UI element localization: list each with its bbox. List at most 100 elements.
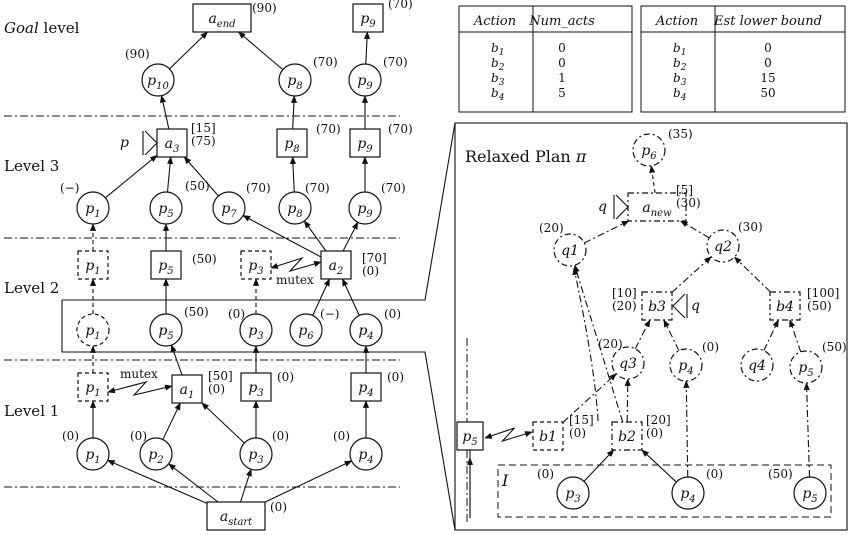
graph-edge-p3_l1-to-a1 bbox=[201, 402, 245, 444]
graph-edge-p4_l2-to-a2 bbox=[341, 278, 360, 316]
effect-label: q bbox=[691, 298, 700, 314]
graph-edge-p8_a3-to-p8_g bbox=[290, 95, 297, 130]
svg-text:aend: aend bbox=[208, 11, 235, 30]
node-p9-l3: p9(70) bbox=[348, 181, 406, 225]
cost-label: (0) bbox=[208, 382, 225, 396]
svg-text:a3: a3 bbox=[165, 136, 180, 155]
plan-edge-rp_b2-to-rp_q3 bbox=[624, 378, 631, 423]
svg-text:p8: p8 bbox=[284, 136, 299, 155]
graph-edge-a2-to-p8_l3 bbox=[303, 220, 327, 252]
goal-level-label: Goal level bbox=[4, 19, 80, 37]
graph-edge-p8_l3-to-p8_a3 bbox=[289, 156, 297, 193]
cost-label: (70) bbox=[388, 0, 413, 11]
cost-label: (−) bbox=[320, 307, 339, 321]
plan-edge-rp_q2-to-rp_anew bbox=[680, 220, 710, 239]
plan-edge-rp_p5m-to-rp_b4 bbox=[789, 319, 802, 353]
plan-edge-rp_p4m-to-rp_b3 bbox=[663, 319, 680, 351]
node-p5-a2: p5(50) bbox=[150, 250, 217, 280]
node-rp-b2: b2[20](0) bbox=[611, 413, 671, 451]
svg-text:p3: p3 bbox=[248, 258, 263, 277]
zoom-band-bottom bbox=[61, 300, 456, 531]
plan-edge-rp_p4-to-rp_b2 bbox=[641, 449, 677, 483]
svg-text:p4: p4 bbox=[358, 380, 373, 399]
graph-edge-p1_l3-to-a3 bbox=[105, 154, 158, 199]
node-rp-p6: p6(35) bbox=[632, 127, 693, 167]
cost-label: (0) bbox=[569, 426, 586, 440]
svg-text:p3: p3 bbox=[248, 323, 263, 342]
precondition-bracket-a3 bbox=[142, 130, 158, 156]
svg-text:p6: p6 bbox=[298, 323, 314, 342]
plan-edge-rp_b3-to-rp_q2 bbox=[671, 256, 712, 293]
svg-text:p3: p3 bbox=[565, 486, 580, 505]
svg-text:p5: p5 bbox=[158, 201, 173, 220]
plan-edge-rp_p3-to-rp_b2 bbox=[583, 449, 615, 482]
node-p9-a3: p9(70) bbox=[349, 122, 413, 158]
node-p9-g: p9(70) bbox=[348, 55, 408, 97]
svg-text:q3: q3 bbox=[619, 356, 637, 372]
level-1-label: Level 1 bbox=[4, 402, 59, 420]
cost-label: [50] bbox=[208, 369, 233, 383]
cost-label: (0) bbox=[62, 429, 79, 443]
cost-label: (50) bbox=[192, 252, 217, 266]
svg-text:p1: p1 bbox=[85, 201, 100, 220]
svg-text:q4: q4 bbox=[748, 358, 766, 374]
relaxed-plan-title: Relaxed Plan π bbox=[465, 147, 587, 166]
node-p1-a1: p1 bbox=[77, 372, 109, 402]
node-rp-p5box: p5 bbox=[456, 421, 484, 451]
svg-text:p4: p4 bbox=[680, 486, 695, 505]
svg-text:b1: b1 bbox=[491, 41, 504, 58]
cost-label: (90) bbox=[252, 1, 277, 15]
node-p9-top: p9 (70) bbox=[352, 0, 413, 33]
node-rp-q1: q1(20) bbox=[539, 221, 587, 267]
svg-text:Num_acts: Num_acts bbox=[528, 14, 595, 29]
initial-state-label: I bbox=[501, 471, 509, 490]
svg-text:b2: b2 bbox=[673, 56, 687, 73]
node-p7-l3: p7(70) bbox=[212, 181, 271, 225]
node-rp-anew: anew[5](30) bbox=[627, 183, 701, 222]
svg-text:Action: Action bbox=[473, 14, 516, 29]
svg-text:b3: b3 bbox=[491, 71, 505, 88]
cost-label: (50) bbox=[184, 305, 209, 319]
svg-text:p4: p4 bbox=[358, 323, 373, 342]
node-p2-l1: p2(0) bbox=[130, 429, 173, 471]
plan-edge-rp_b2-to-rp_q1 bbox=[573, 264, 624, 423]
svg-text:p6: p6 bbox=[641, 143, 657, 162]
svg-text:p9: p9 bbox=[360, 11, 376, 30]
svg-text:p8: p8 bbox=[287, 201, 302, 220]
cost-label: [20] bbox=[646, 413, 671, 427]
node-p3-l2: p3(0) bbox=[228, 307, 273, 347]
mutex-label: mutex bbox=[120, 367, 158, 381]
node-a3: a3[15](75) bbox=[156, 121, 216, 158]
precondition-label: q bbox=[598, 199, 607, 215]
svg-text:0: 0 bbox=[764, 56, 772, 70]
node-rp-p4: p4 (0) bbox=[671, 467, 723, 510]
mutex-link-p5-b1 bbox=[484, 427, 533, 443]
node-p6-l2: p6 (−) bbox=[289, 307, 339, 347]
cost-label: (0) bbox=[270, 500, 287, 514]
node-p8-a3: p8(70) bbox=[276, 122, 341, 158]
svg-text:Action: Action bbox=[655, 14, 698, 29]
svg-text:b1: b1 bbox=[673, 41, 686, 58]
svg-text:50: 50 bbox=[760, 86, 775, 100]
svg-text:0: 0 bbox=[764, 41, 772, 55]
cost-label: (70) bbox=[313, 55, 338, 69]
node-p3-a2: p3 bbox=[240, 250, 272, 280]
svg-text:b4: b4 bbox=[776, 299, 794, 315]
plan-edge-rp_b4-to-rp_q2 bbox=[733, 256, 771, 293]
cost-label: [100] bbox=[807, 286, 839, 300]
edges-layer bbox=[89, 31, 811, 518]
cost-label: (20) bbox=[612, 299, 637, 313]
cost-label: (50) bbox=[822, 340, 847, 354]
svg-text:b1: b1 bbox=[539, 429, 557, 445]
svg-text:1: 1 bbox=[558, 71, 566, 85]
graph-edge-a2-to-p7_l3 bbox=[242, 215, 322, 258]
plan-edge-rp_p5-to-rp_p5m bbox=[803, 382, 811, 478]
node-rp-b3: b3[10](20) bbox=[612, 286, 673, 321]
svg-text:5: 5 bbox=[558, 86, 566, 100]
node-p8-l3: p8(70) bbox=[278, 181, 330, 225]
graph-edge-p2_l1-to-a1 bbox=[162, 402, 181, 440]
cost-label: (0) bbox=[706, 467, 723, 481]
node-p10-g: p10(90) bbox=[125, 47, 175, 97]
